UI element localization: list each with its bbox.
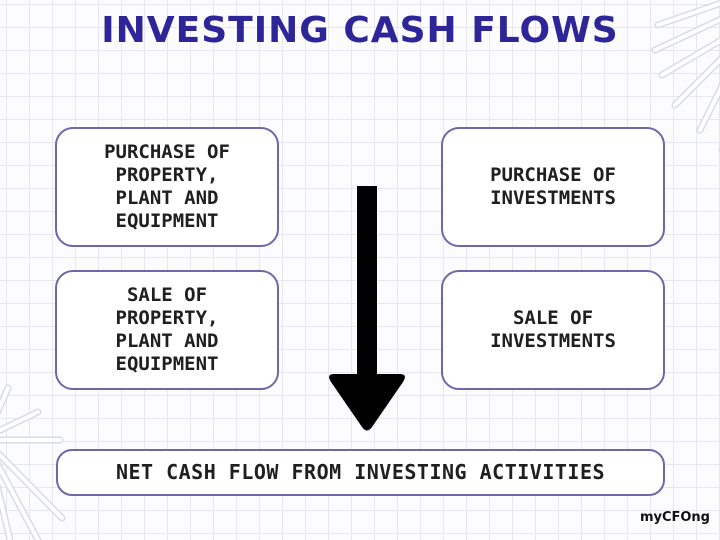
- box-label: PURCHASE OF PROPERTY, PLANT AND EQUIPMEN…: [104, 141, 230, 232]
- down-arrow-icon: [329, 186, 405, 431]
- box-label: NET CASH FLOW FROM INVESTING ACTIVITIES: [115, 460, 606, 484]
- box-net-cash-flow: NET CASH FLOW FROM INVESTING ACTIVITIES: [56, 449, 665, 496]
- box-purchase-of-ppe: PURCHASE OF PROPERTY, PLANT AND EQUIPMEN…: [55, 127, 279, 247]
- page-title: INVESTING CASH FLOWS: [101, 10, 619, 51]
- box-label: SALE OF INVESTMENTS: [490, 307, 616, 352]
- decorative-burst-bottom-left: [0, 384, 66, 540]
- brand-logo: myCFOng: [639, 510, 710, 525]
- box-purchase-of-investments: PURCHASE OF INVESTMENTS: [441, 127, 665, 247]
- box-label: PURCHASE OF INVESTMENTS: [490, 164, 616, 209]
- box-sale-of-ppe: SALE OF PROPERTY, PLANT AND EQUIPMENT: [55, 270, 279, 390]
- box-label: SALE OF PROPERTY, PLANT AND EQUIPMENT: [115, 284, 219, 375]
- decorative-burst-top-right: [651, 0, 720, 153]
- box-sale-of-investments: SALE OF INVESTMENTS: [441, 270, 665, 390]
